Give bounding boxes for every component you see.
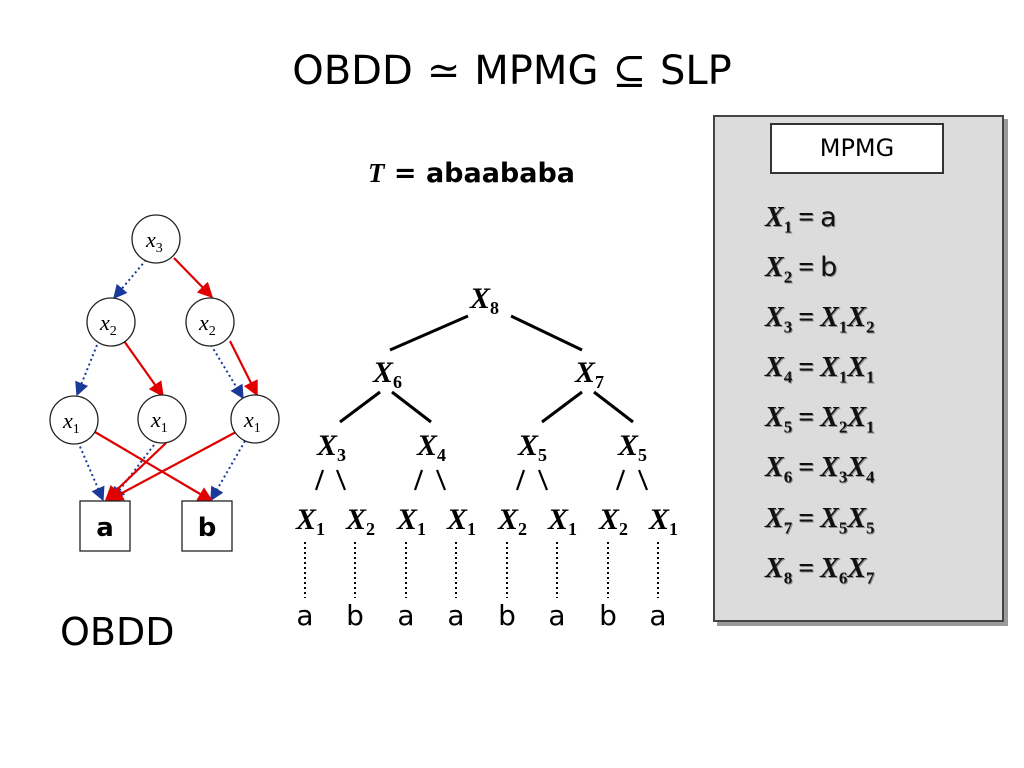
obdd-node-x2-right: x2 bbox=[185, 297, 235, 347]
text-string: T = abaababa bbox=[368, 158, 575, 189]
mpmg-panel bbox=[713, 115, 1004, 622]
similar-symbol: ≃ bbox=[426, 48, 461, 94]
slide-title: OBDD ≃ MPMG ⊆ SLP bbox=[0, 48, 1024, 94]
subset-symbol: ⊆ bbox=[612, 48, 646, 94]
obdd-zero-edge bbox=[77, 441, 105, 502]
obdd-zero-edge bbox=[75, 344, 98, 397]
tree-edge bbox=[413, 469, 424, 491]
tree-leaf-rule: X1 bbox=[295, 503, 325, 539]
tree-leaf-char: a bbox=[649, 599, 666, 632]
obdd-zero-edge bbox=[111, 440, 158, 502]
tree-leaf-char: a bbox=[447, 599, 464, 632]
tree-edge bbox=[637, 469, 649, 491]
tree-node: X5 bbox=[617, 429, 647, 465]
obdd-diagram: x3 x2 x2 x1 x1 x1 a b bbox=[49, 214, 280, 552]
tree-edge bbox=[537, 469, 549, 491]
obdd-node-x2-left: x2 bbox=[86, 297, 136, 347]
obdd-one-edge bbox=[173, 257, 214, 299]
svg-text:x2: x2 bbox=[99, 310, 117, 339]
tree-leaf-char: b bbox=[599, 599, 617, 632]
derivation-tree: X8 X6 X7 X3 X4 X5 X5 X1 X2 X1 X1 X2 X1 X… bbox=[295, 282, 678, 632]
tree-edge bbox=[615, 469, 626, 491]
tree-leaf-rule: X2 bbox=[345, 503, 375, 539]
tree-edge bbox=[335, 469, 347, 491]
tree-leaf-rule: X2 bbox=[598, 503, 628, 539]
tree-edge bbox=[510, 314, 583, 352]
obdd-one-edge bbox=[104, 442, 167, 502]
mpmg-rule: X7=X5X5 bbox=[765, 502, 875, 538]
tree-edge bbox=[389, 314, 469, 352]
obdd-node-x1-middle: x1 bbox=[137, 394, 187, 444]
obdd-one-edge bbox=[107, 431, 237, 501]
mpmg-rule: X6=X3X4 bbox=[765, 452, 875, 488]
obdd-label: OBDD bbox=[60, 610, 175, 654]
obdd-one-edge bbox=[229, 340, 258, 397]
title-mpmg: MPMG bbox=[474, 48, 599, 94]
title-obdd: OBDD bbox=[292, 48, 413, 94]
tree-leaf-rule: X1 bbox=[446, 503, 476, 539]
obdd-zero-edge bbox=[210, 344, 244, 400]
obdd-node-x1-right: x1 bbox=[230, 394, 280, 444]
tree-node-root: X8 bbox=[469, 282, 499, 318]
tree-leaf-char: a bbox=[296, 599, 313, 632]
svg-text:x1: x1 bbox=[62, 408, 80, 437]
obdd-node-x3: x3 bbox=[131, 214, 181, 264]
obdd-terminal-b: b bbox=[181, 500, 233, 552]
tree-edge bbox=[593, 390, 634, 424]
mpmg-rule: X3=X1X2 bbox=[765, 302, 875, 337]
svg-text:a: a bbox=[96, 513, 114, 543]
tree-leaf-char: a bbox=[397, 599, 414, 632]
tree-leaf-char: b bbox=[498, 599, 516, 632]
tree-leaf-rule: X2 bbox=[497, 503, 527, 539]
mpmg-rule: X4=X1X1 bbox=[765, 352, 875, 387]
tree-edge bbox=[515, 469, 526, 491]
mpmg-rule: X8=X6X7 bbox=[765, 552, 875, 588]
text-variable: T bbox=[368, 158, 385, 188]
tree-node: X4 bbox=[416, 429, 446, 465]
tree-leaf-char: a bbox=[548, 599, 565, 632]
tree-node: X3 bbox=[316, 429, 346, 465]
tree-node: X7 bbox=[574, 356, 604, 392]
svg-text:x3: x3 bbox=[145, 227, 163, 256]
tree-edge bbox=[339, 390, 381, 424]
obdd-one-edge bbox=[94, 431, 214, 502]
mpmg-rules: X1=a X2=b X3=X1X2 X4=X1X1 X5=X2X1 X6=X3X… bbox=[765, 198, 875, 599]
text-value: abaababa bbox=[425, 158, 576, 189]
tree-node: X5 bbox=[517, 429, 547, 465]
mpmg-title: MPMG bbox=[770, 123, 944, 174]
tree-leaf-char: b bbox=[346, 599, 364, 632]
obdd-zero-edge bbox=[210, 440, 246, 502]
obdd-one-edge bbox=[123, 340, 164, 398]
tree-edge bbox=[314, 469, 325, 491]
mpmg-rule: X2=b bbox=[765, 252, 838, 287]
svg-text:b: b bbox=[198, 513, 217, 543]
tree-node: X6 bbox=[372, 356, 402, 392]
svg-text:x2: x2 bbox=[198, 310, 216, 339]
title-slp: SLP bbox=[659, 48, 732, 94]
mpmg-rule: X1=a bbox=[765, 202, 837, 237]
equals-sign: = bbox=[393, 158, 417, 189]
obdd-zero-edge bbox=[113, 259, 147, 300]
mpmg-rule: X5=X2X1 bbox=[765, 402, 875, 437]
tree-leaf-rule: X1 bbox=[396, 503, 426, 539]
tree-edge bbox=[391, 390, 432, 424]
obdd-node-x1-left: x1 bbox=[49, 395, 99, 445]
svg-text:x1: x1 bbox=[150, 407, 168, 436]
obdd-terminal-a: a bbox=[79, 500, 131, 552]
tree-edge bbox=[435, 469, 447, 491]
tree-edge bbox=[541, 390, 583, 424]
svg-text:x1: x1 bbox=[243, 407, 261, 436]
tree-leaf-rule: X1 bbox=[547, 503, 577, 539]
tree-leaf-rule: X1 bbox=[648, 503, 678, 539]
